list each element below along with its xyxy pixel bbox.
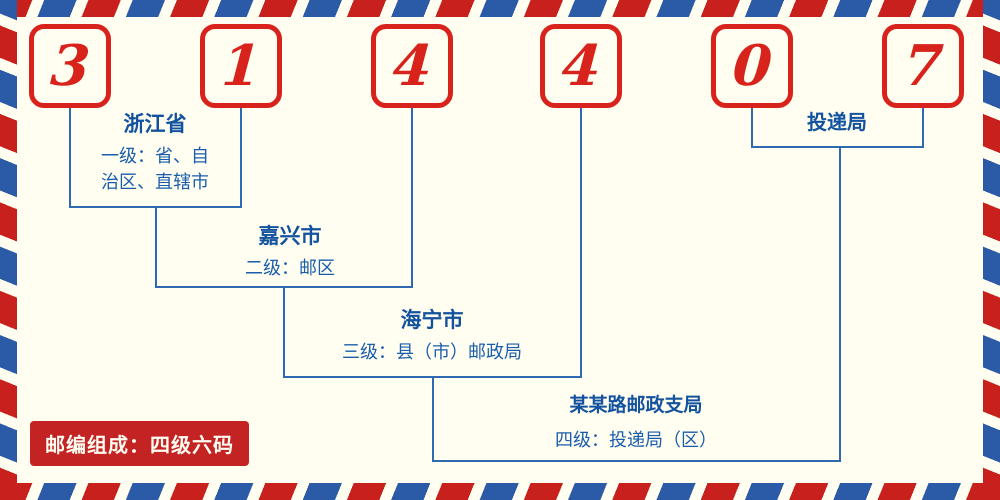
level2-description: 二级：邮区 <box>215 255 365 281</box>
level3-description: 三级：县（市）邮政局 <box>312 339 552 365</box>
level1-region-name: 浙江省 <box>123 113 187 136</box>
connector-line-delivery-bottom <box>751 146 924 148</box>
level2-block: 嘉兴市 二级：邮区 <box>215 224 365 281</box>
connector-line-l4-right <box>839 148 841 460</box>
level4-block: 某某路邮政支局 四级：投递局（区） <box>511 393 761 453</box>
connector-line-l2-left <box>155 206 157 286</box>
level4-description-line1: 四级：投递局（区） <box>555 430 717 450</box>
level4-description: 四级：投递局（区） <box>511 427 761 453</box>
digit-box-4: 4 <box>540 24 622 108</box>
connector-line-l1-right <box>240 102 242 206</box>
connector-line-l4-left <box>432 376 434 460</box>
connector-line-l2-right <box>411 102 413 286</box>
digit-5: 0 <box>730 33 774 99</box>
digit-1: 3 <box>48 33 92 99</box>
connector-line-l1-left <box>69 102 71 206</box>
level2-region-name: 嘉兴市 <box>258 225 322 248</box>
digit-2: 1 <box>219 33 263 99</box>
delivery-office-label: 投递局 <box>807 112 867 134</box>
airmail-border-right <box>983 0 1000 500</box>
airmail-border-top <box>0 0 1000 17</box>
airmail-border-left <box>0 0 17 500</box>
level1-block: 浙江省 一级：省、自 治区、直辖市 <box>75 112 235 195</box>
airmail-border-bottom <box>0 483 1000 500</box>
level1-description-line1: 一级：省、自 <box>101 146 209 166</box>
level2-description-line1: 二级：邮区 <box>245 258 335 278</box>
digit-3: 4 <box>390 33 434 99</box>
connector-line-l3-right <box>580 102 582 376</box>
level4-region-name: 某某路邮政支局 <box>569 395 703 416</box>
digit-box-1: 3 <box>29 24 111 108</box>
level3-block: 海宁市 三级：县（市）邮政局 <box>312 308 552 365</box>
digit-box-5: 0 <box>711 24 793 108</box>
level3-description-line1: 三级：县（市）邮政局 <box>342 342 522 362</box>
level3-region-name: 海宁市 <box>400 309 464 332</box>
digit-4: 4 <box>559 33 603 99</box>
level1-description: 一级：省、自 治区、直辖市 <box>75 143 235 195</box>
composition-badge: 邮编组成：四级六码 <box>30 421 249 466</box>
digit-box-6: 7 <box>882 24 964 108</box>
connector-line-delivery-left <box>751 102 753 146</box>
digit-box-2: 1 <box>200 24 282 108</box>
level1-description-line2: 治区、直辖市 <box>101 172 209 192</box>
digit-box-3: 4 <box>371 24 453 108</box>
digit-6: 7 <box>901 33 945 99</box>
connector-line-l3-left <box>283 286 285 376</box>
connector-line-l4-bottom <box>432 460 841 462</box>
connector-line-delivery-right <box>922 102 924 146</box>
